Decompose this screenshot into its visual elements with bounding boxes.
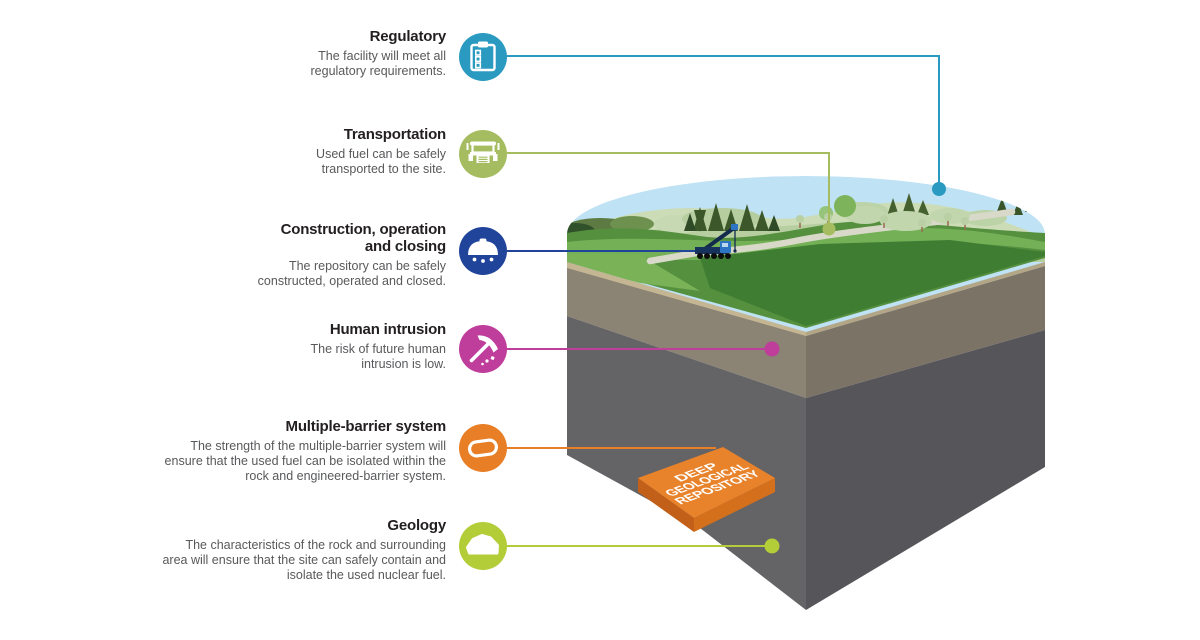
item-description: The facility will meet all regulatory re…: [310, 49, 446, 78]
item-construction: Construction, operation and closing The …: [106, 221, 447, 289]
dot-geology: [764, 538, 780, 554]
item-title: Construction, operation and closing: [280, 221, 447, 255]
hard-hat-icon: [459, 227, 507, 275]
truck-icon: [459, 130, 507, 178]
item-description: The risk of future human intrusion is lo…: [310, 342, 446, 371]
grass-dark-field: [700, 240, 1045, 326]
clipboard-icon: [459, 33, 507, 81]
item-regulatory: Regulatory The facility will meet all re…: [106, 28, 447, 79]
item-transportation: Transportation Used fuel can be safely t…: [106, 126, 446, 177]
item-description: The repository can be safely constructed…: [257, 259, 446, 288]
dot-regulatory: [932, 182, 946, 196]
item-title: Transportation: [343, 126, 446, 143]
container-icon: [459, 424, 507, 472]
item-description: The characteristics of the rock and surr…: [162, 538, 446, 582]
item-title: Multiple-barrier system: [285, 418, 447, 435]
item-human-intrusion: Human intrusion The risk of future human…: [106, 321, 447, 372]
item-title: Human intrusion: [329, 321, 446, 338]
item-icons: [459, 33, 507, 570]
connector-transportation: [507, 152, 830, 224]
item-title: Geology: [387, 517, 446, 534]
item-geology: Geology The characteristics of the rock …: [106, 517, 446, 583]
rock-icon: [459, 522, 507, 570]
item-description: Used fuel can be safely transported to t…: [316, 147, 446, 176]
item-title: Regulatory: [369, 28, 447, 45]
foreground-trees: [796, 195, 970, 232]
connector-regulatory: [507, 55, 940, 184]
grass-left-strip: [567, 253, 700, 291]
crane-truck: [695, 224, 738, 259]
dot-transportation: [822, 222, 836, 236]
pickaxe-icon: [459, 325, 507, 373]
connectors: [507, 55, 940, 547]
item-description: The strength of the multiple-barrier sys…: [164, 439, 446, 483]
item-multiple-barrier: Multiple-barrier system The strength of …: [106, 418, 447, 484]
dot-human-intrusion: [764, 341, 780, 357]
repository-box: DEEP GEOLOGICAL REPOSITORY: [638, 447, 775, 532]
background-trees: [567, 193, 1037, 239]
